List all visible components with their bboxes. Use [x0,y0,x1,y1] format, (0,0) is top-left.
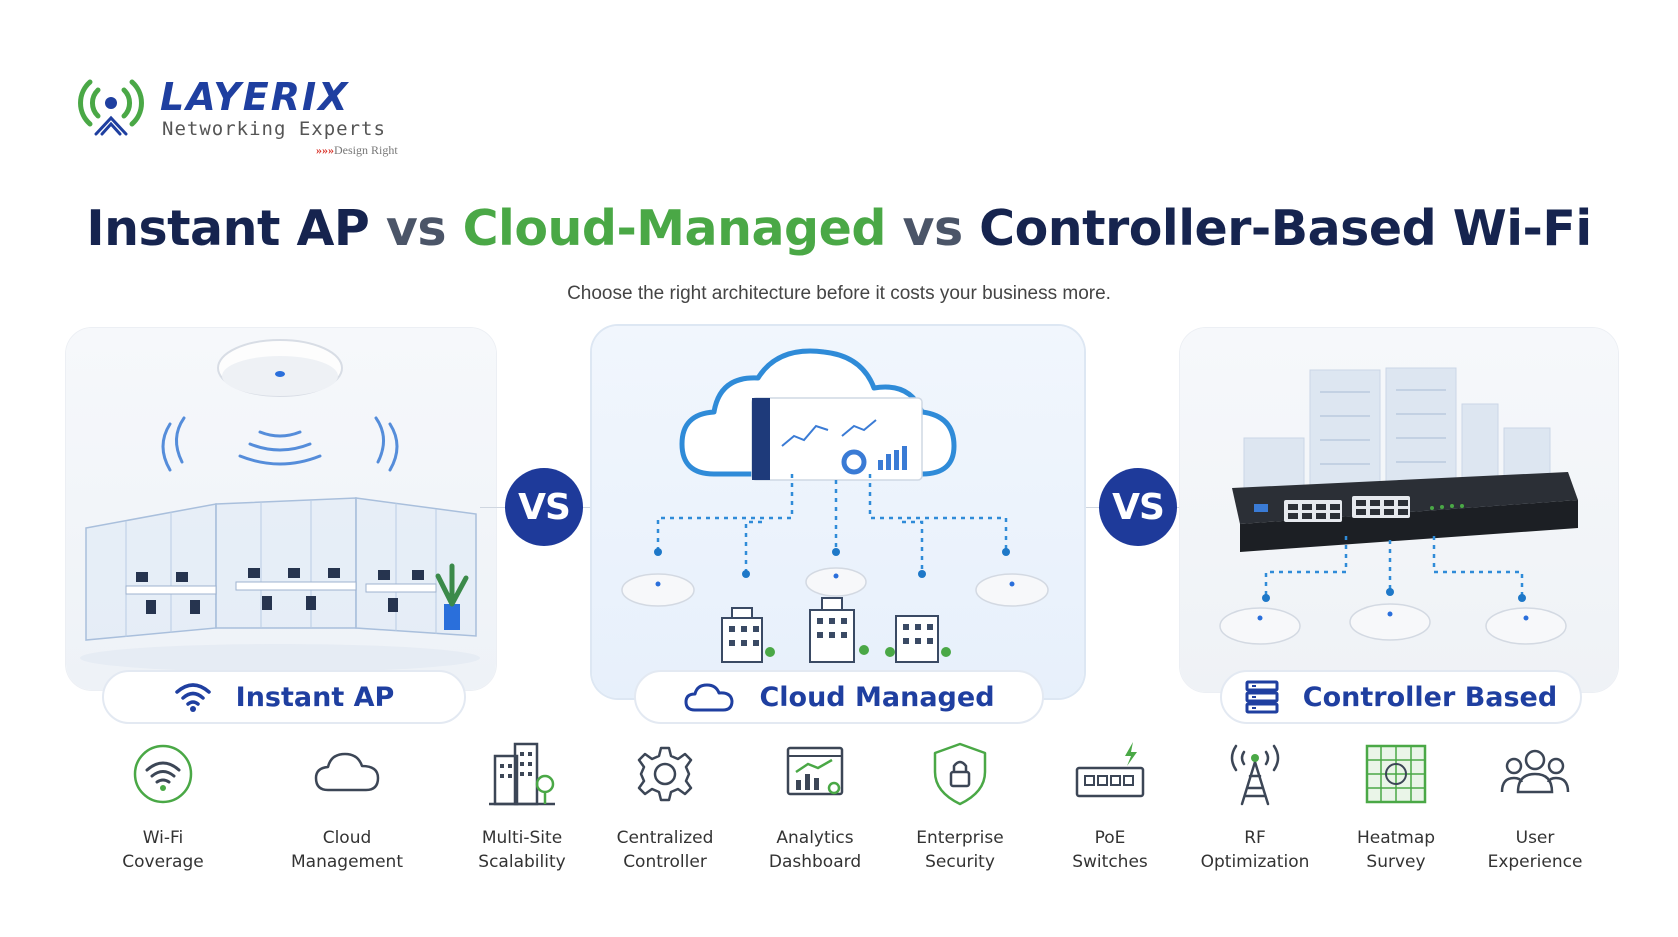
brand-subtitle: Networking Experts [162,118,386,140]
cloud-managed-label-text: Cloud Managed [759,681,995,713]
brand-logo: LAYERIX Networking Experts »»»Design Rig… [76,74,436,164]
users-icon [1500,749,1570,794]
brand-tagline: »»»Design Right [316,143,398,158]
title-cloud-managed: Cloud-Managed [462,200,887,257]
cloud-icon [684,683,734,712]
analytics-icon [786,746,844,796]
controller-based-label-text: Controller Based [1302,681,1558,713]
instant-ap-label-text: Instant AP [235,681,395,713]
brand-name: LAYERIX [160,75,350,119]
tagline-text: Design Right [334,143,398,157]
poe-switch-icon [1075,742,1145,798]
vs-badge-1: VS [505,468,583,546]
title-vs-2: vs [902,200,964,257]
wireless-signal-icon [78,79,144,136]
gear-icon [637,746,693,802]
instant-ap-label: Instant AP [102,670,466,724]
multi-site-icon [489,742,555,806]
vs-badge-2: VS [1099,468,1177,546]
controller-based-label: Controller Based [1220,670,1582,724]
title-controller-based: Controller-Based Wi-Fi [979,200,1592,257]
controller-based-panel [1180,328,1618,692]
controller-based-illustration [1219,367,1578,645]
cloud-management-icon [314,752,380,792]
shield-lock-icon [933,742,987,806]
title-instant-ap: Instant AP [86,200,370,257]
title-vs-1: vs [385,200,447,257]
server-icon [1245,680,1279,714]
tagline-arrows: »»» [316,143,334,157]
connector-line [480,507,505,508]
page-subtitle: Choose the right architecture before it … [567,283,1111,304]
heatmap-icon [1365,744,1427,804]
cloud-managed-label: Cloud Managed [634,670,1044,724]
wifi-icon [174,683,211,712]
cloud-managed-panel [592,326,1084,698]
page-title: Instant AP vs Cloud-Managed vs Controlle… [0,200,1678,257]
wifi-coverage-icon [133,744,193,804]
instant-ap-illustration [80,339,480,672]
instant-ap-panel [66,328,496,690]
cloud-managed-illustration [621,348,1049,663]
rf-tower-icon [1230,744,1280,806]
